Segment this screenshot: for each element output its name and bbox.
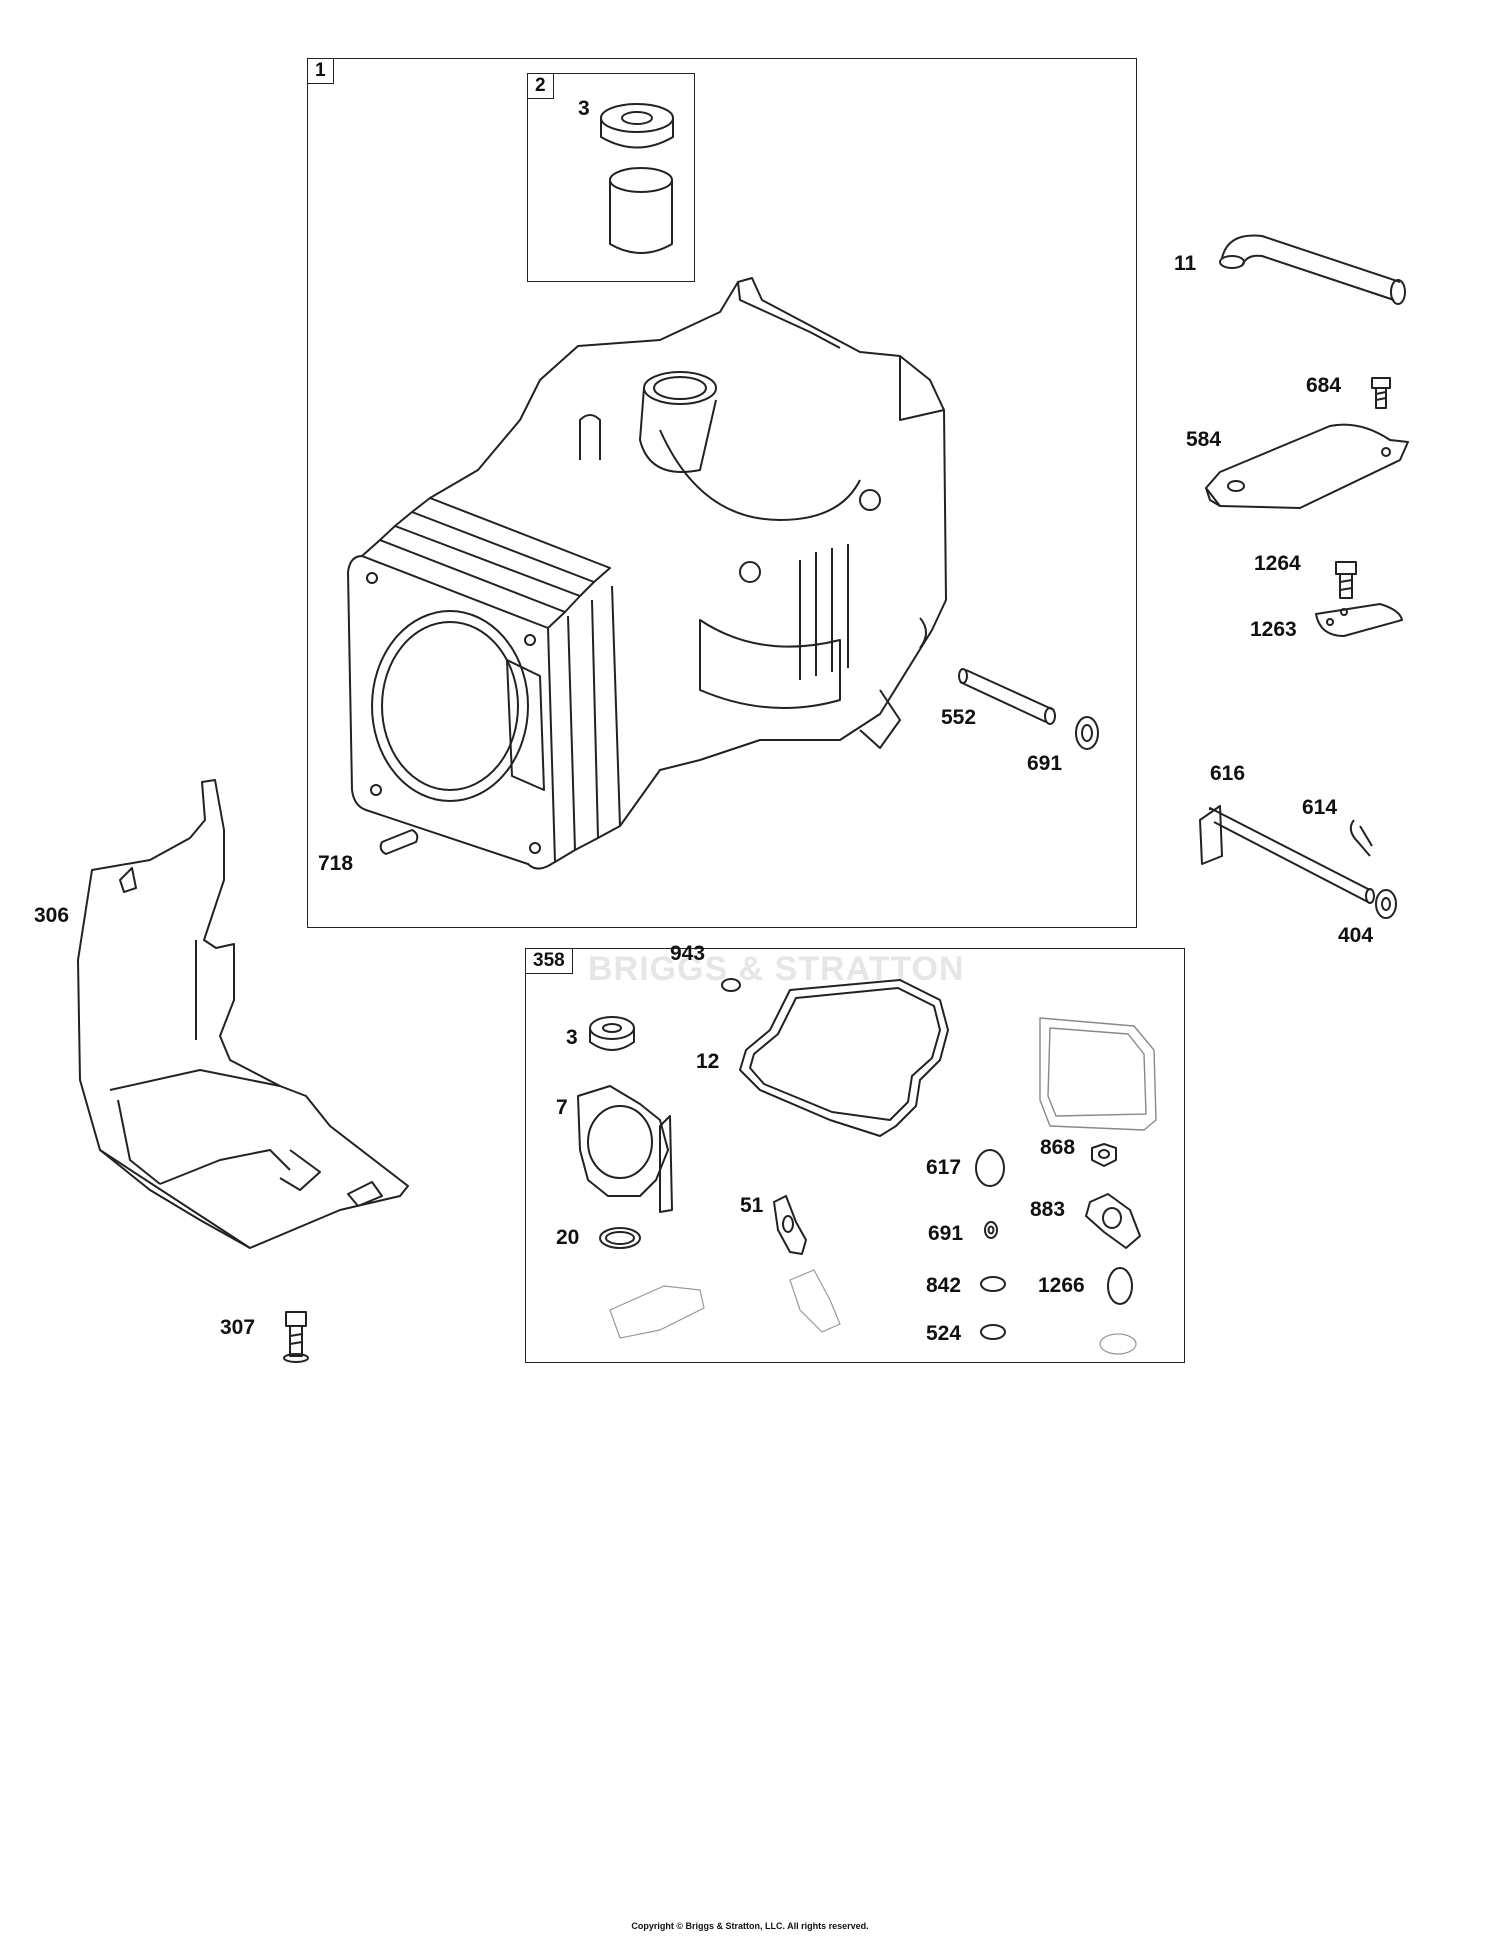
washer-drawing xyxy=(1075,716,1099,750)
callout-691: 691 xyxy=(1027,752,1063,775)
cylinder-block-drawing xyxy=(347,277,947,870)
group-tag-1: 1 xyxy=(307,58,334,84)
hairpin-clip-drawing xyxy=(1349,819,1373,857)
watermark: BRIGGS & STRATTON xyxy=(588,950,965,988)
callout-404: 404 xyxy=(1338,924,1374,947)
copyright-footer: Copyright © Briggs & Stratton, LLC. All … xyxy=(631,1921,869,1931)
group-box-358: 358 xyxy=(525,948,1185,1363)
bolt-drawing xyxy=(1335,561,1357,599)
callout-617: 617 xyxy=(926,1156,962,1179)
group-box-2: 2 xyxy=(527,73,695,282)
group-box-1: 1 xyxy=(307,58,1137,928)
screw-drawing xyxy=(1371,377,1391,409)
bushing-seal-drawing xyxy=(600,103,674,149)
o-ring-842-drawing xyxy=(980,1276,1006,1292)
callout-307: 307 xyxy=(220,1316,256,1339)
callout-684: 684 xyxy=(1306,374,1342,397)
callout-11: 11 xyxy=(1174,252,1197,275)
callout-614: 614 xyxy=(1302,796,1338,819)
head-gasket-drawing xyxy=(577,1085,673,1213)
washer-691-kit-drawing xyxy=(984,1221,998,1239)
nut-868-drawing xyxy=(1091,1143,1117,1167)
callout-3-kit: 3 xyxy=(566,1026,578,1049)
group-tag-358: 358 xyxy=(525,948,573,974)
callout-842: 842 xyxy=(926,1274,962,1297)
callout-524: 524 xyxy=(926,1322,962,1345)
callout-1264: 1264 xyxy=(1254,552,1301,575)
callout-883: 883 xyxy=(1030,1198,1066,1221)
air-guide-drawing xyxy=(77,779,409,1249)
plate-drawing xyxy=(1315,603,1403,637)
oil-seal-20-drawing xyxy=(599,1227,641,1249)
crankcase-gasket-drawing xyxy=(739,979,949,1137)
callout-12: 12 xyxy=(696,1050,720,1073)
callout-584: 584 xyxy=(1186,428,1222,451)
callout-7: 7 xyxy=(556,1096,568,1119)
air-guide-bolt-drawing xyxy=(283,1311,309,1363)
callout-943: 943 xyxy=(670,942,706,965)
breather-cover-drawing xyxy=(1205,423,1409,509)
callout-552: 552 xyxy=(941,706,977,729)
group-tag-2: 2 xyxy=(527,73,554,99)
callout-20: 20 xyxy=(556,1226,580,1249)
governor-washer-drawing xyxy=(1375,889,1397,919)
bushing-sleeve-drawing xyxy=(609,167,673,254)
callout-1266: 1266 xyxy=(1038,1274,1085,1297)
valve-cover-gasket-drawing xyxy=(1039,1017,1157,1131)
callout-691-kit: 691 xyxy=(928,1222,964,1245)
o-ring-1266-drawing xyxy=(1107,1267,1133,1305)
o-ring-943-drawing xyxy=(721,978,741,992)
callout-616: 616 xyxy=(1210,762,1246,785)
seal-kit-drawing xyxy=(589,1016,635,1051)
tube-drawing xyxy=(958,668,1056,725)
exhaust-gasket-883-drawing xyxy=(1085,1193,1141,1249)
callout-868: 868 xyxy=(1040,1136,1076,1159)
callout-306: 306 xyxy=(34,904,70,927)
o-ring-524-drawing xyxy=(980,1324,1006,1340)
callout-1263: 1263 xyxy=(1250,618,1297,641)
spare-gaskets-drawing xyxy=(609,1269,1137,1355)
breather-tube-drawing xyxy=(1219,234,1406,305)
callout-3-bushing: 3 xyxy=(578,97,590,120)
o-ring-617-drawing xyxy=(975,1149,1005,1187)
governor-shaft-drawing xyxy=(1199,805,1375,904)
callout-51: 51 xyxy=(740,1194,764,1217)
intake-gasket-51-drawing xyxy=(773,1195,807,1255)
dowel-pin-drawing xyxy=(379,829,419,855)
callout-718: 718 xyxy=(318,852,354,875)
